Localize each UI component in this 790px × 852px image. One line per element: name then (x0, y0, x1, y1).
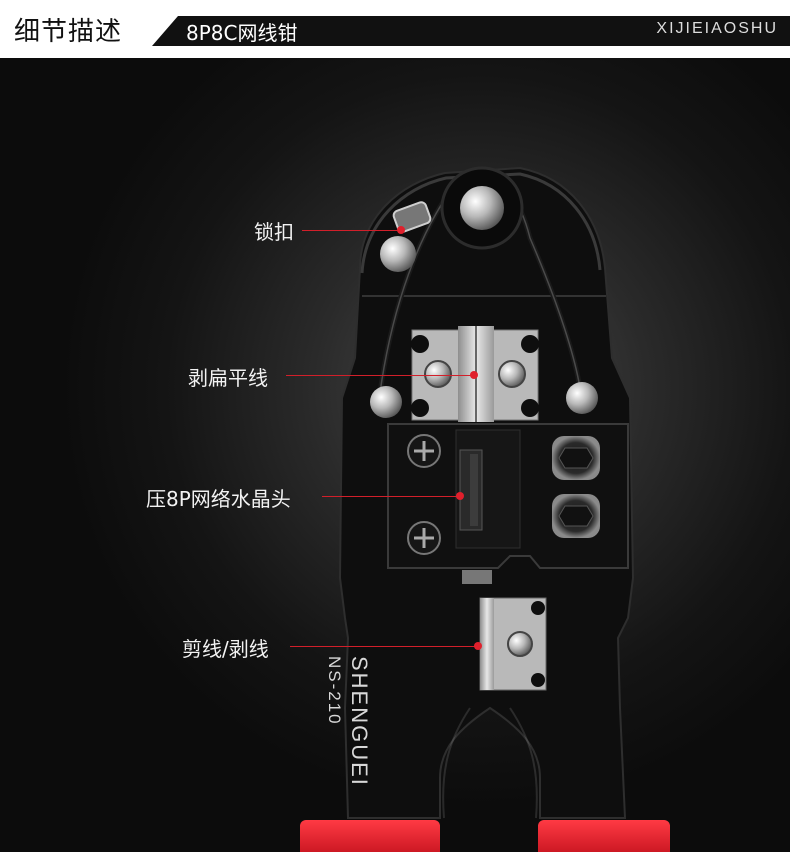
callout-dot-crimp (456, 492, 464, 500)
callout-line-crimp (322, 496, 460, 497)
product-photo: SHENGUEI NS-210 锁扣 剥扁平线 压8P网络水晶头 剪线/剥线 (0, 58, 790, 852)
brand-marking: SHENGUEI NS-210 (324, 656, 372, 787)
callout-line-flat-strip (286, 375, 474, 376)
handle-grip-right (538, 820, 670, 852)
callout-dot-flat-strip (470, 371, 478, 379)
side-bolt-left (370, 386, 402, 418)
pivot-bolt (460, 186, 504, 230)
tool-head-edge (360, 172, 602, 274)
callout-label-flat-strip: 剥扁平线 (188, 366, 268, 390)
cutter-block (462, 570, 547, 691)
callout-label-cut-strip: 剪线/剥线 (182, 637, 269, 661)
callout-line-cut-strip (290, 646, 478, 647)
model-number: NS-210 (325, 656, 344, 726)
callout-dot-cut-strip (474, 642, 482, 650)
subtitle-banner (152, 16, 790, 46)
side-bolt-right (566, 382, 598, 414)
callout-dot-lock (397, 226, 405, 234)
product-name: 8P8C网线钳 (186, 21, 298, 45)
callout-label-lock: 锁扣 (254, 220, 294, 244)
callout-label-crimp: 压8P网络水晶头 (146, 487, 291, 511)
header-bar: 细节描述 8P8C网线钳 XIJIEIAOSHU (0, 0, 790, 58)
crimp-die-plate (387, 423, 629, 569)
handle-spring (442, 707, 538, 819)
handle-grip-left (300, 820, 440, 852)
section-title: 细节描述 (14, 17, 123, 47)
section-title-latin: XIJIEIAOSHU (656, 20, 778, 37)
crimping-tool-illustration (300, 166, 670, 852)
brand-name: SHENGUEI (347, 656, 372, 787)
callout-line-lock (302, 230, 400, 231)
lock-clip (380, 201, 432, 272)
